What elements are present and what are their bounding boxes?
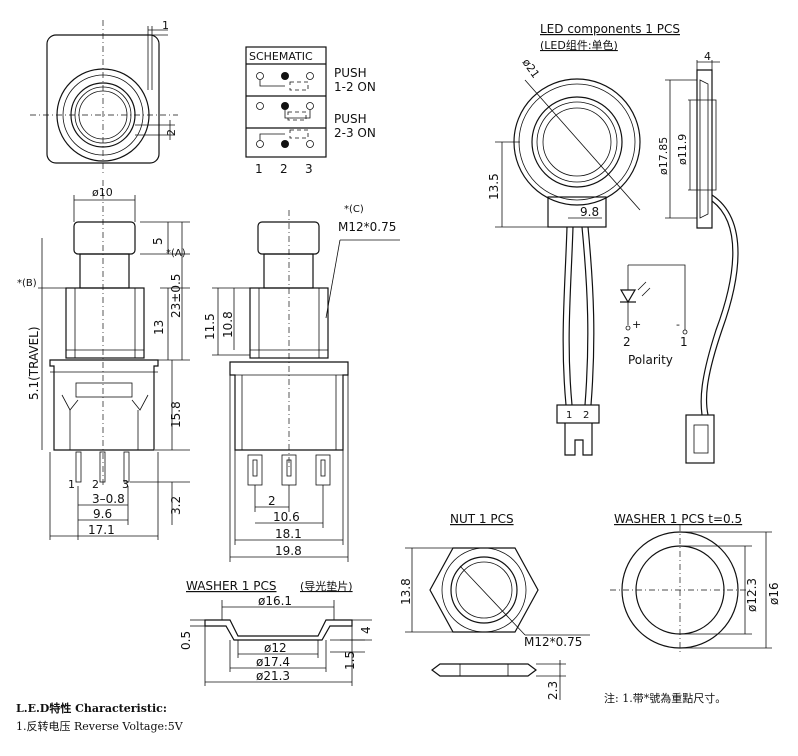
nut-title: NUT 1 PCS xyxy=(450,512,514,526)
polarity-label: Polarity xyxy=(628,353,673,367)
washer-light-dim-1-5: 1.5 xyxy=(343,651,357,670)
washer-light-dim-17-4: ø17.4 xyxy=(256,655,290,669)
reverse-voltage-note: 1.反转电压 Reverse Voltage:5V xyxy=(16,720,183,733)
led-dim-13-5: 13.5 xyxy=(487,173,501,200)
washer-light-guide: WASHER 1 PCS (导光垫片) ø16.1 0.5 4 ø12 ø17.… xyxy=(179,579,373,686)
washer-light-dim-16-1: ø16.1 xyxy=(258,594,292,608)
polarity-pin-1: 1 xyxy=(680,335,688,349)
led-characteristics: L.E.D特性 Characteristic: 1.反转电压 Reverse V… xyxy=(16,700,183,736)
washer-dim-12-3: ø12.3 xyxy=(745,578,759,612)
side-dim-5: 5 xyxy=(151,237,165,245)
front-dim-11-5: 11.5 xyxy=(203,313,217,340)
led-components: LED components 1 PCS (LED组件:单色) ø21 1 2 … xyxy=(487,22,739,464)
schematic-title: SCHEMATIC xyxy=(249,50,313,63)
front-dim-19-8: 19.8 xyxy=(275,544,302,558)
side-pin-1: 1 xyxy=(68,478,75,491)
side-dim-3-08: 3–0.8 xyxy=(92,492,125,506)
led-wire-2: 2 xyxy=(583,410,589,421)
washer-dim-16: ø16 xyxy=(767,582,781,605)
front-dim-2: 2 xyxy=(268,494,276,508)
front-dim-10-6: 10.6 xyxy=(273,510,300,524)
led-characteristic-heading: L.E.D特性 Characteristic: xyxy=(16,702,167,715)
side-pin-2: 2 xyxy=(92,478,99,491)
side-dim-dia10: ø10 xyxy=(92,186,113,199)
nut: NUT 1 PCS M12*0.75 13.8 2.3 xyxy=(399,512,590,700)
side-mark-b: *(B) xyxy=(17,278,37,289)
push-label-1: PUSH xyxy=(334,66,367,80)
side-view: ø10 5.1(TRAVEL) *(B) xyxy=(17,180,190,540)
washer-light-dim-21-3: ø21.3 xyxy=(256,669,290,683)
washer-light-dim-12: ø12 xyxy=(264,641,287,655)
washer-light-dim-0-5: 0.5 xyxy=(179,631,193,650)
schematic-pin-2: 2 xyxy=(280,162,288,176)
washer-title: WASHER 1 PCS t=0.5 xyxy=(614,512,742,526)
side-dim-13: 13 xyxy=(152,320,166,335)
nut-dim-2-3: 2.3 xyxy=(546,681,560,700)
front-mark-c: *(C) xyxy=(344,204,364,215)
led-wire-1: 1 xyxy=(566,410,572,421)
led-dim-11-9: ø11.9 xyxy=(676,134,689,165)
polarity-plus: + xyxy=(632,318,641,331)
schematic-pin-1: 1 xyxy=(255,162,263,176)
washer-light-title: WASHER 1 PCS xyxy=(186,579,276,593)
side-dim-3-2: 3.2 xyxy=(169,496,183,515)
side-dim-17-1: 17.1 xyxy=(88,523,115,537)
led-subtitle: (LED组件:单色) xyxy=(540,38,618,52)
side-pin-3: 3 xyxy=(122,478,129,491)
polarity-pin-2: 2 xyxy=(623,335,631,349)
side-dim-23: 23±0.5 xyxy=(169,274,183,318)
push-label-2: PUSH xyxy=(334,112,367,126)
side-dim-9-6: 9.6 xyxy=(93,507,112,521)
nut-thread: M12*0.75 xyxy=(524,635,582,649)
technical-drawing: 1 2 SCHEMATIC PUSH 1-2 ON PUSH 2-3 ON 1 … xyxy=(17,19,781,700)
washer-light-dim-4: 4 xyxy=(359,626,373,634)
led-dim-17-85: ø17.85 xyxy=(657,137,670,175)
led-title: LED components 1 PCS xyxy=(540,22,680,36)
side-dim-15-8: 15.8 xyxy=(169,401,183,428)
push-state-2: 2-3 ON xyxy=(334,126,376,140)
schematic: SCHEMATIC PUSH 1-2 ON PUSH 2-3 ON 1 2 3 xyxy=(245,46,376,176)
schematic-pin-3: 3 xyxy=(305,162,313,176)
nut-dim-13-8: 13.8 xyxy=(399,578,413,605)
top-view: 1 2 xyxy=(30,19,178,175)
front-thread: M12*0.75 xyxy=(338,220,396,234)
led-dim-9-8: 9.8 xyxy=(580,205,599,219)
top-dim-1: 1 xyxy=(162,19,169,32)
led-dim-21: ø21 xyxy=(520,56,543,80)
top-dim-2: 2 xyxy=(165,129,178,136)
washer: WASHER 1 PCS t=0.5 ø12.3 ø16 xyxy=(610,512,781,655)
front-dim-10-8: 10.8 xyxy=(221,311,235,338)
side-dim-travel: 5.1(TRAVEL) xyxy=(27,326,41,400)
washer-light-subtitle: (导光垫片) xyxy=(300,579,353,593)
front-dim-18-1: 18.1 xyxy=(275,527,302,541)
push-state-1: 1-2 ON xyxy=(334,80,376,94)
polarity-minus: - xyxy=(676,318,680,331)
front-view: *(C) M12*0.75 11.5 10.8 2 10.6 18.1 19.8 xyxy=(203,204,400,562)
led-dim-4: 4 xyxy=(704,50,711,63)
key-dimension-note: 注: 1.带*號為重點尺寸。 xyxy=(604,692,727,705)
side-mark-a: *(A) xyxy=(166,248,186,259)
